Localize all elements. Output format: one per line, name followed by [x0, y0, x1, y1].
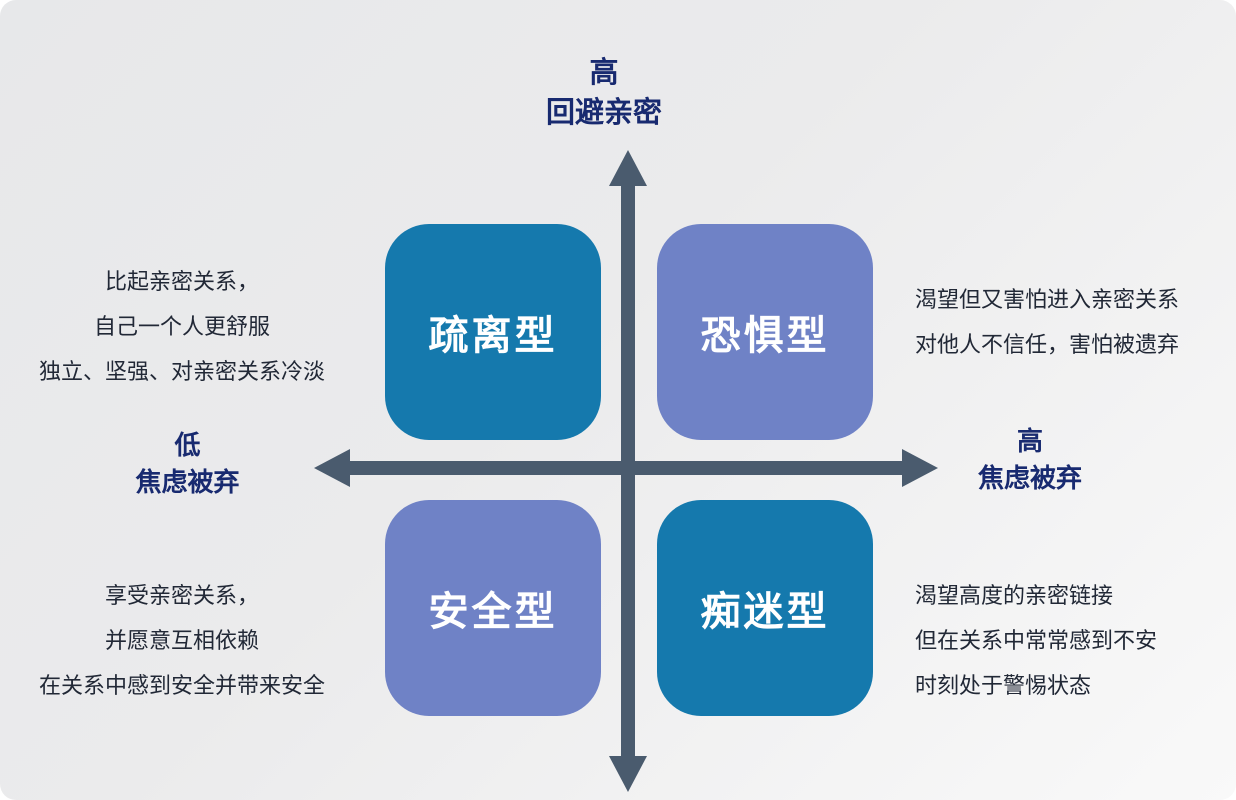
- arrow-left-icon: [314, 449, 350, 487]
- description-bottom-right: 渴望高度的亲密链接 但在关系中常常感到不安 时刻处于警惕状态: [915, 574, 1230, 709]
- arrow-up-icon: [609, 150, 647, 186]
- quadrant-title: 安全型: [428, 589, 558, 635]
- description-line: 并愿意互相依赖: [104, 629, 259, 654]
- arrow-right-icon: [902, 449, 938, 487]
- quadrant-title: 恐惧型: [700, 313, 830, 359]
- axis-label-top: 高 回避亲密: [494, 52, 714, 132]
- axis-label-left-level: 低: [174, 431, 201, 461]
- axis-label-right: 高 焦虑被弃: [930, 424, 1130, 498]
- description-line: 渴望但又害怕进入亲密关系: [915, 288, 1180, 313]
- quadrant-secure: 安全型: [385, 500, 601, 716]
- description-line: 独立、坚强、对亲密关系冷淡: [38, 360, 325, 385]
- description-line: 渴望高度的亲密链接: [915, 584, 1114, 609]
- description-line: 但在关系中常常感到不安: [915, 629, 1158, 654]
- description-line: 自己一个人更舒服: [93, 315, 270, 340]
- quadrant-title: 疏离型: [428, 313, 558, 359]
- description-line: 比起亲密关系，: [104, 270, 259, 295]
- description-bottom-left: 享受亲密关系， 并愿意互相依赖 在关系中感到安全并带来安全: [8, 574, 356, 709]
- description-line: 在关系中感到安全并带来安全: [38, 674, 325, 699]
- axis-label-left: 低 焦虑被弃: [90, 428, 285, 502]
- quadrant-dismissive: 疏离型: [385, 224, 601, 440]
- description-top-right: 渴望但又害怕进入亲密关系 对他人不信任，害怕被遗弃: [915, 278, 1230, 368]
- description-line: 对他人不信任，害怕被遗弃: [915, 333, 1180, 358]
- axis-label-right-level: 高: [1016, 427, 1043, 457]
- axis-label-left-dimension: 焦虑被弃: [135, 468, 240, 498]
- description-line: 时刻处于警惕状态: [915, 674, 1092, 699]
- axis-label-right-dimension: 焦虑被弃: [977, 464, 1082, 494]
- description-line: 享受亲密关系，: [104, 584, 259, 609]
- axis-label-top-dimension: 回避亲密: [545, 95, 662, 129]
- axis-label-top-level: 高: [589, 55, 619, 89]
- quadrant-title: 痴迷型: [700, 589, 830, 635]
- arrow-down-icon: [609, 756, 647, 792]
- description-top-left: 比起亲密关系， 自己一个人更舒服 独立、坚强、对亲密关系冷淡: [8, 260, 356, 395]
- quadrant-preoccupied: 痴迷型: [657, 500, 873, 716]
- horizontal-axis-line: [348, 461, 904, 475]
- quadrant-fearful: 恐惧型: [657, 224, 873, 440]
